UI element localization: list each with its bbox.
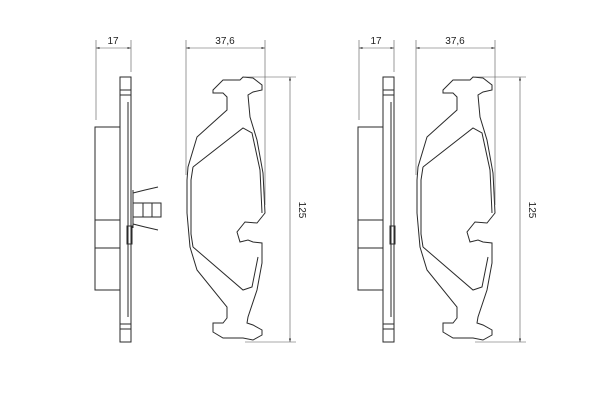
height-dimension-label: 125 bbox=[526, 202, 537, 219]
width-dimension-label: 37,6 bbox=[445, 36, 465, 47]
width-dimension-label: 37,6 bbox=[215, 36, 235, 47]
pad-1-front-view: 37,6 125 bbox=[186, 36, 307, 342]
thickness-dimension-label: 17 bbox=[370, 36, 382, 47]
pad-1-side-view: 17 bbox=[95, 36, 162, 342]
pad-2-side-view: 17 bbox=[358, 36, 395, 342]
height-dimension-label: 125 bbox=[296, 202, 307, 219]
wear-clip bbox=[132, 186, 162, 231]
thickness-dimension-label: 17 bbox=[107, 36, 119, 47]
pad-2-front-view: 37,6 125 bbox=[416, 36, 537, 342]
